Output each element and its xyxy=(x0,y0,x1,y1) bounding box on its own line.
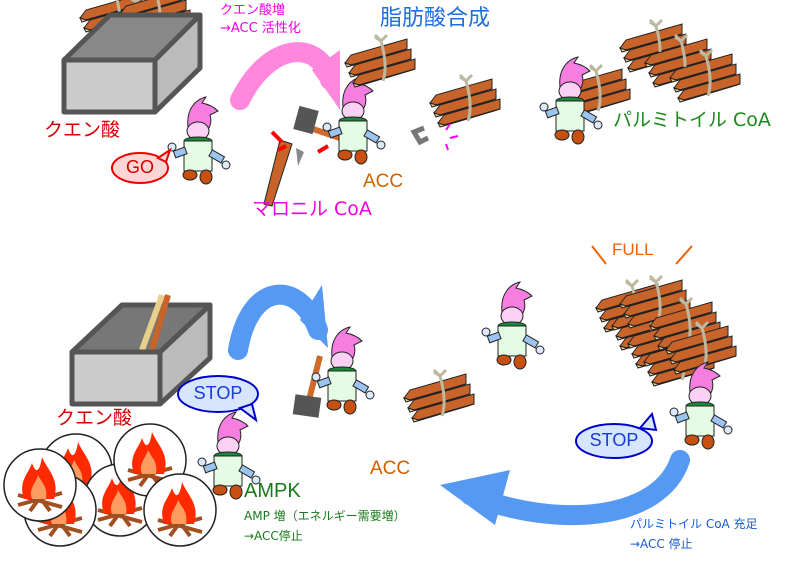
campfire-icon xyxy=(2,447,78,523)
gnome-worker-resting xyxy=(481,281,545,370)
stop-bubble-left-shape xyxy=(177,375,259,423)
acc-label-top: ACC xyxy=(363,171,404,192)
empty-crate-icon xyxy=(69,293,213,407)
campfire-cluster xyxy=(2,422,218,548)
full-crate-icon xyxy=(61,0,203,115)
hammer-icon xyxy=(292,355,323,418)
inhibition-arrowhead-top xyxy=(300,285,328,348)
inhibition-arrow-bottom xyxy=(460,450,690,526)
citrate-increase-note-line2: →ACC 活性化 xyxy=(220,21,301,36)
malonyl-coa-label: マロニル CoA xyxy=(252,198,372,220)
go-bubble-label: GO xyxy=(125,157,154,177)
broken-link-icon xyxy=(410,123,459,151)
ampk-note-line2: →ACC停止 xyxy=(244,529,303,543)
full-label: FULL xyxy=(612,240,654,259)
citrate-increase-note-line1: クエン酸増 xyxy=(220,3,286,18)
palmitoyl-coa-label: パルミトイル CoA xyxy=(613,109,771,131)
log-bundle-icon xyxy=(404,370,474,422)
palmitoyl-note-line2: →ACC 停止 xyxy=(630,537,693,551)
citrate-label-top: クエン酸 xyxy=(44,119,121,141)
ampk-note-line1: AMP 増（エネルギー需要増） xyxy=(244,509,406,523)
stop-bubble-left-label: STOP xyxy=(193,383,243,403)
log-bundle-icon xyxy=(430,75,500,127)
gnome-worker-go xyxy=(167,96,231,185)
citrate-label-bottom: クエン酸 xyxy=(56,407,133,429)
log-bundle-icon xyxy=(345,35,415,87)
inhibition-arrowhead-bottom xyxy=(440,470,510,525)
stop-bubble-right-shape xyxy=(575,411,658,459)
full-stack-icon xyxy=(591,245,736,386)
page-title: 脂肪酸合成 xyxy=(380,6,491,31)
ampk-label: AMPK xyxy=(244,480,301,502)
malonyl-log-icon xyxy=(263,130,330,207)
go-bubble xyxy=(111,147,172,184)
palmitoyl-note-line1: パルミトイル CoA 充足 xyxy=(630,517,758,531)
activation-arrowhead xyxy=(312,50,340,110)
stop-bubble-right-label: STOP xyxy=(589,430,639,450)
acc-label-bottom: ACC xyxy=(370,458,411,479)
campfire-icon xyxy=(142,472,218,548)
